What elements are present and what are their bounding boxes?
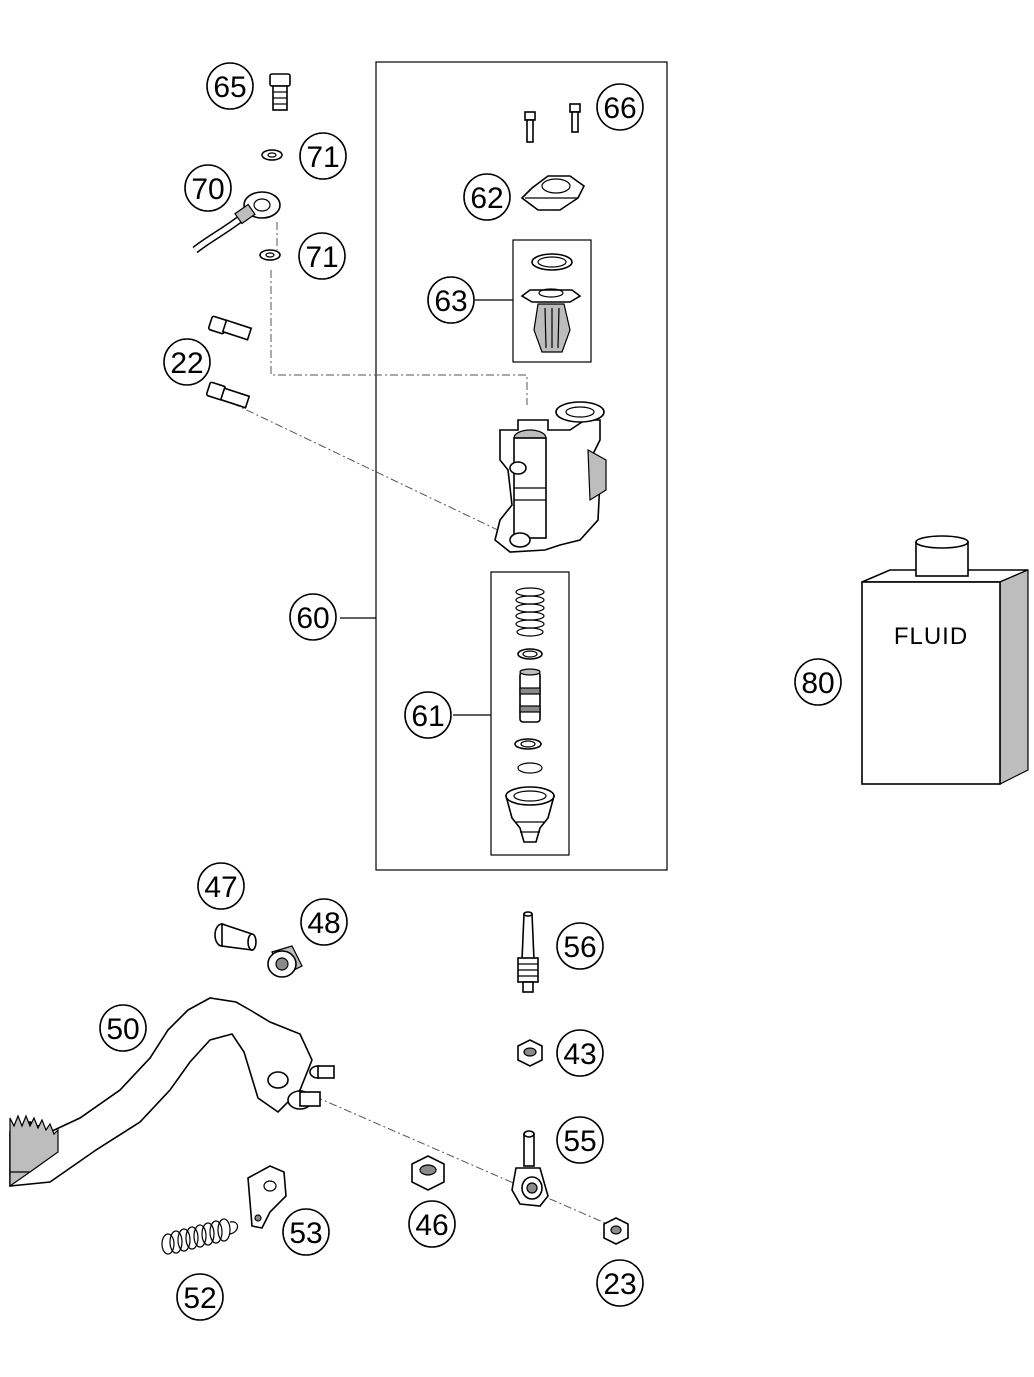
svg-text:80: 80	[801, 667, 834, 700]
svg-text:43: 43	[563, 1038, 596, 1071]
brake-hose-part	[192, 191, 281, 254]
master-cylinder-kit-frame	[375, 61, 668, 871]
svg-text:71: 71	[305, 241, 338, 274]
svg-text:63: 63	[434, 285, 467, 318]
svg-text:60: 60	[296, 602, 329, 635]
reservoir-kit-part	[520, 253, 582, 353]
callout-70: 70	[184, 164, 232, 212]
svg-text:65: 65	[213, 71, 246, 104]
brake-pedal-part	[9, 997, 335, 1188]
callout-47: 47	[197, 862, 245, 910]
callout-71-lower: 71	[298, 232, 346, 280]
callout-46: 46	[408, 1200, 456, 1248]
bolt-assembly-line	[231, 402, 503, 533]
callout-61: 61	[404, 691, 452, 739]
clevis-part	[511, 1130, 549, 1207]
piston-kit-part	[504, 587, 556, 843]
pivot-bolt-part	[214, 922, 257, 951]
svg-text:48: 48	[307, 907, 340, 940]
piston-spring	[515, 587, 545, 637]
return-spring-part	[161, 1218, 239, 1255]
callout-48: 48	[300, 898, 348, 946]
callout-23: 23	[596, 1259, 644, 1307]
svg-text:56: 56	[563, 931, 596, 964]
mounting-bolt-upper-part	[207, 315, 253, 341]
pivot-assembly-line	[299, 1089, 613, 1227]
callout-62: 62	[463, 173, 511, 221]
svg-text:53: 53	[289, 1217, 322, 1250]
mounting-bolt-lower-part	[205, 381, 251, 409]
callout-22: 22	[163, 338, 211, 386]
svg-text:22: 22	[170, 347, 203, 380]
svg-text:55: 55	[563, 1125, 596, 1158]
callout-63: 63	[427, 276, 475, 324]
washer-part-upper	[261, 149, 283, 161]
spring-bracket-part	[247, 1165, 287, 1229]
fluid-label: FLUID	[894, 623, 968, 650]
svg-text:46: 46	[415, 1209, 448, 1242]
svg-text:50: 50	[106, 1013, 139, 1046]
callout-56: 56	[556, 922, 604, 970]
callout-55: 55	[556, 1116, 604, 1164]
callout-50: 50	[99, 1004, 147, 1052]
svg-text:66: 66	[603, 92, 636, 125]
svg-text:70: 70	[191, 173, 224, 206]
push-rod-part	[517, 911, 539, 993]
callout-71-upper: 71	[299, 132, 347, 180]
hose-assembly-line	[270, 270, 528, 405]
callout-43: 43	[556, 1029, 604, 1077]
piston-kit-frame	[490, 571, 570, 856]
cover-screws-part	[524, 103, 581, 143]
svg-text:61: 61	[411, 700, 444, 733]
callout-60: 60	[289, 593, 337, 641]
svg-text:71: 71	[306, 141, 339, 174]
brake-fluid-bottle-part	[861, 535, 1029, 785]
callout-66: 66	[596, 83, 644, 131]
master-cylinder-body-part	[494, 401, 607, 553]
callout-65: 65	[206, 62, 254, 110]
pedal-nut-part	[411, 1155, 445, 1191]
reservoir-kit-frame	[512, 239, 592, 363]
callout-53: 53	[282, 1208, 330, 1256]
callout-52: 52	[176, 1273, 224, 1321]
callout-80: 80	[794, 658, 842, 706]
lock-nut-part	[517, 1039, 543, 1067]
svg-text:47: 47	[204, 871, 237, 904]
bushing-part	[267, 945, 303, 978]
reservoir-cover-part	[520, 175, 586, 211]
clevis-nut-part	[603, 1217, 629, 1245]
washer-part-lower	[259, 249, 281, 261]
svg-text:23: 23	[603, 1268, 636, 1301]
banjo-bolt-part	[269, 73, 291, 111]
svg-text:62: 62	[470, 182, 503, 215]
svg-text:52: 52	[183, 1282, 216, 1315]
